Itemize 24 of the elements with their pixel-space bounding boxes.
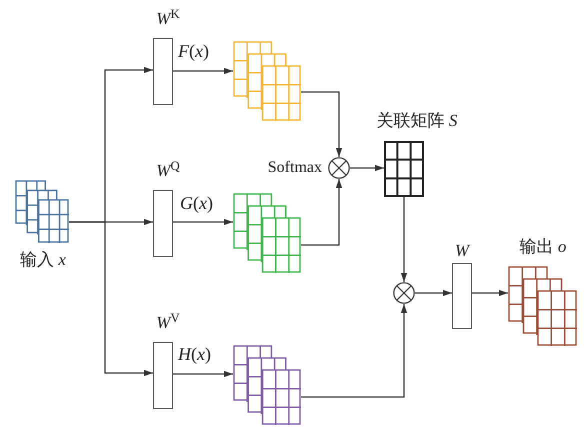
arrow — [301, 91, 342, 157]
matrix-label: 关联矩阵 S — [376, 112, 458, 129]
arrow — [173, 218, 233, 226]
weight-label: W$^{K}$ — [156, 10, 180, 27]
arrow — [301, 304, 408, 398]
arrow — [472, 290, 508, 296]
weight-label: W$^{V}$ — [156, 314, 180, 331]
arrow — [400, 197, 408, 282]
operator-label: Softmax — [268, 160, 322, 176]
arrow — [173, 68, 233, 74]
edge-label: G(x) — [180, 194, 213, 212]
weight-label: W$^{Q}$ — [156, 162, 180, 179]
arrow — [173, 370, 233, 378]
edge-label: F(x) — [178, 42, 209, 60]
arrow — [350, 164, 384, 172]
arrow — [301, 179, 342, 246]
edge-label: H(x) — [178, 345, 211, 363]
stack-label: 输入 x — [20, 251, 66, 268]
multiply-operator-icon — [328, 157, 350, 179]
stack-label: 输出 o — [520, 238, 566, 255]
arrow — [415, 290, 452, 296]
multiply-operator-icon — [393, 282, 415, 304]
weight-label: W — [454, 242, 470, 259]
arrow — [69, 221, 153, 376]
